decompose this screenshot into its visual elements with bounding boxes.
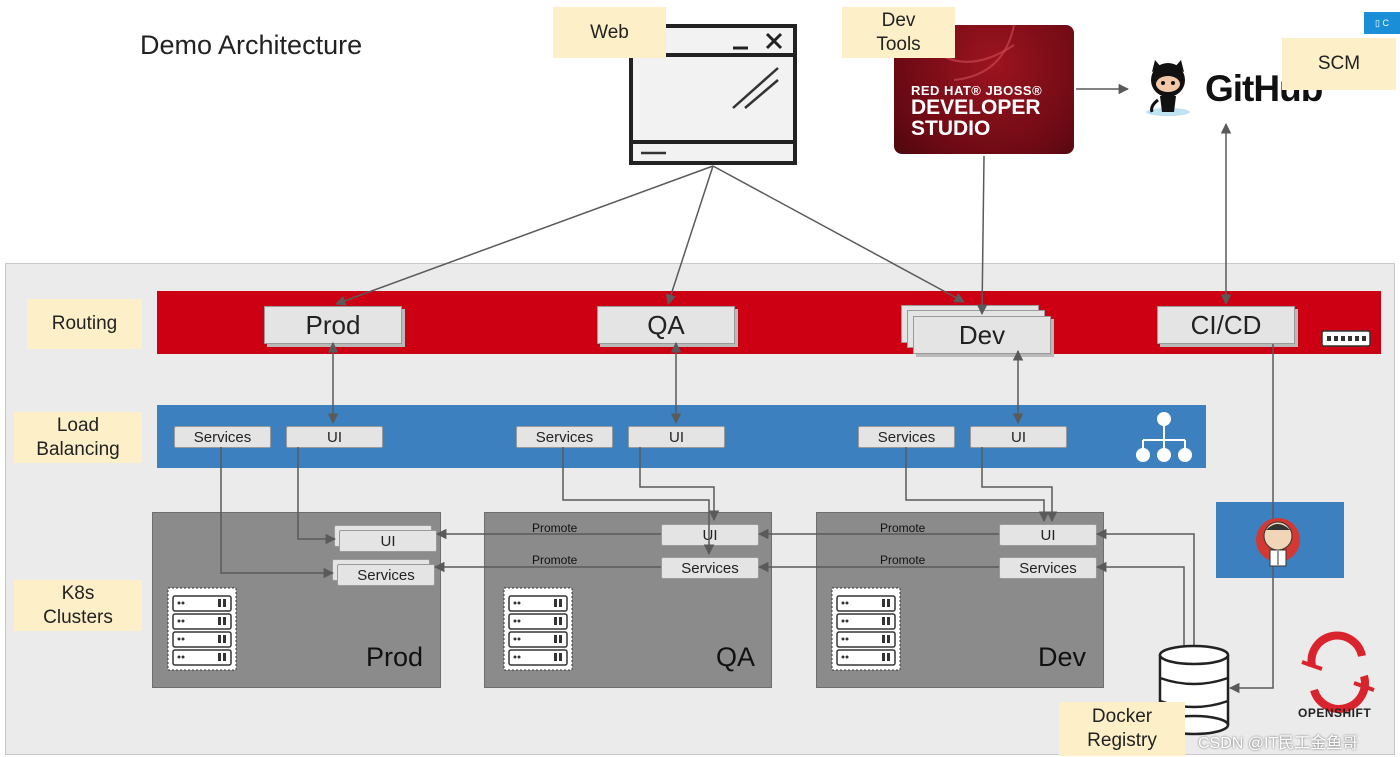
cluster-qa-label: QA <box>716 642 756 672</box>
note-dev-tools: Dev Tools <box>842 7 955 58</box>
studio-main-text: DEVELOPER STUDIO <box>911 97 1041 139</box>
load-balancer-tree-icon <box>1136 412 1192 462</box>
note-web: Web <box>553 7 666 58</box>
github-octocat-icon <box>1146 60 1190 116</box>
cluster-qa-services: Services <box>661 557 759 579</box>
openshift-logo-icon <box>1301 631 1375 713</box>
lb-dev-ui: UI <box>970 426 1067 448</box>
cluster-prod-ui: UI <box>339 530 437 552</box>
studio-top-text: RED HAT® JBOSS® <box>911 83 1043 98</box>
note-docker-registry-line-2: Registry <box>1087 730 1157 751</box>
note-routing: Routing <box>27 299 142 349</box>
cluster-dev-label: Dev <box>1038 642 1087 672</box>
cluster-prod-services: Services <box>337 564 435 586</box>
note-docker-registry-line-1: Docker <box>1091 706 1153 727</box>
diagram-title: Demo Architecture <box>140 30 363 60</box>
openshift-wordmark: OPENSHIFT <box>1298 706 1372 720</box>
note-k8s-clusters: K8s Clusters <box>14 580 142 631</box>
note-k8s-clusters-line-2: Clusters <box>43 606 113 628</box>
promote-label: Promote <box>880 521 926 535</box>
studio-line-1: DEVELOPER <box>911 96 1041 119</box>
studio-line-2: STUDIO <box>911 117 991 140</box>
note-docker-registry: Docker Registry <box>1059 702 1185 756</box>
route-dev: Dev <box>913 316 1051 354</box>
promote-label: Promote <box>532 521 578 535</box>
route-qa: QA <box>597 306 735 344</box>
lb-prod-ui: UI <box>286 426 383 448</box>
note-load-balancing-line-1: Load <box>56 414 100 436</box>
server-icon <box>831 587 901 671</box>
note-load-balancing: Load Balancing <box>14 412 142 463</box>
server-icon <box>167 587 237 671</box>
network-switch-icon <box>1321 330 1371 347</box>
note-k8s-clusters-line-1: K8s <box>61 582 95 604</box>
lb-prod-services: Services <box>174 426 271 448</box>
cluster-prod-label: Prod <box>366 642 424 672</box>
route-cicd: CI/CD <box>1157 306 1295 344</box>
lb-qa-ui: UI <box>628 426 725 448</box>
promote-label: Promote <box>880 553 926 567</box>
note-dev-tools-line-1: Dev <box>881 9 916 31</box>
corner-badge-icon[interactable]: ▯ C <box>1364 12 1400 34</box>
server-icon <box>503 587 573 671</box>
route-prod: Prod <box>264 306 402 344</box>
promote-label: Promote <box>532 553 578 567</box>
cluster-dev-services: Services <box>999 557 1097 579</box>
note-dev-tools-line-2: Tools <box>876 33 921 55</box>
note-load-balancing-line-2: Balancing <box>36 438 120 460</box>
lb-qa-services: Services <box>516 426 613 448</box>
note-scm: SCM <box>1282 38 1396 90</box>
watermark: CSDN @IT民工金鱼哥 <box>1198 735 1359 752</box>
jenkins-icon <box>1256 518 1300 567</box>
cluster-dev-ui: UI <box>999 524 1097 546</box>
